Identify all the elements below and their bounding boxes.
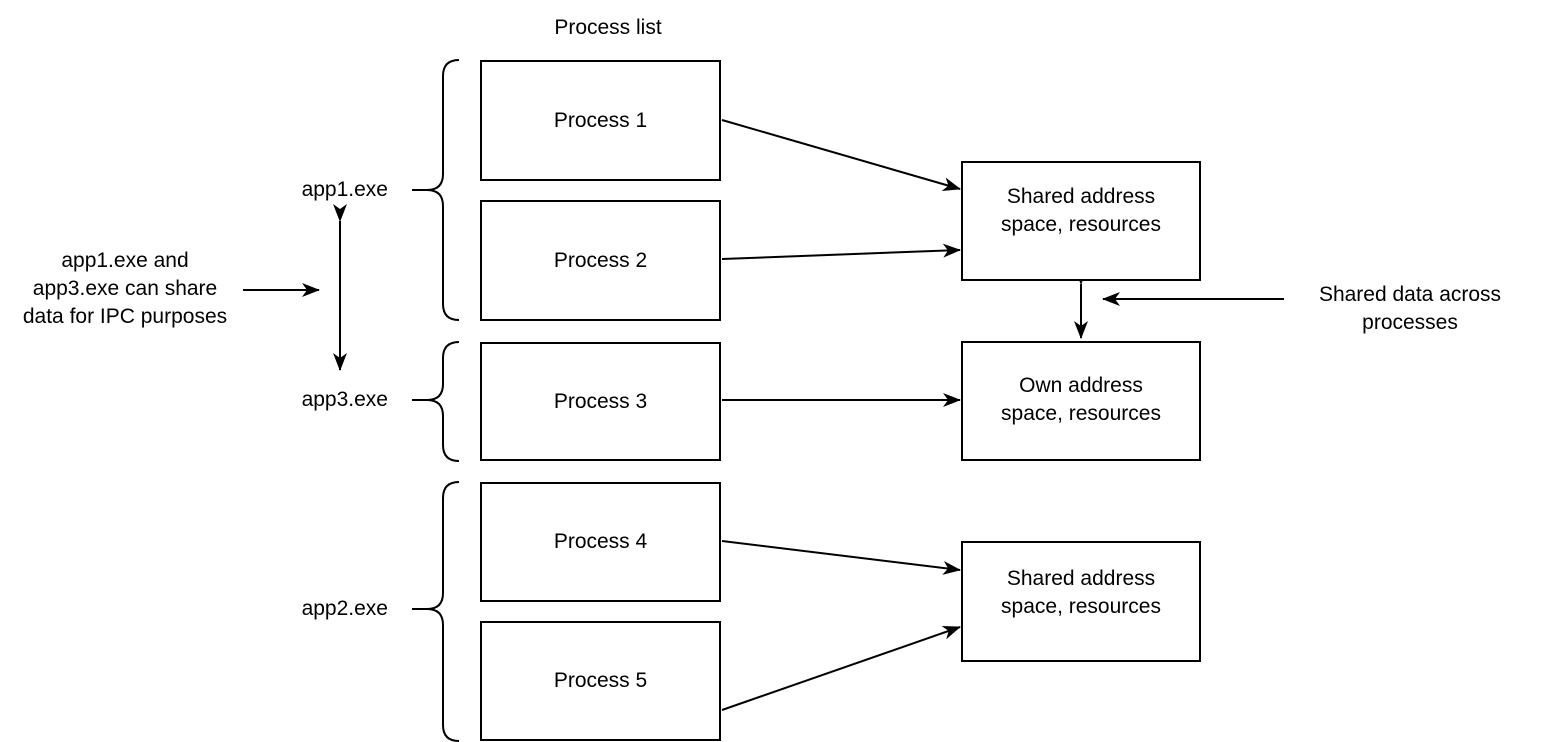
- shared-data-note: Shared data across processes: [1300, 281, 1520, 337]
- shared-address-box-1-line2: space, resources: [1001, 213, 1161, 236]
- process-2-label: Process 2: [553, 248, 648, 272]
- process-5-box: Process 5: [480, 621, 721, 741]
- shared-address-box-2-line2: space, resources: [1001, 595, 1161, 618]
- shared-data-note-line1: Shared data across: [1318, 283, 1502, 306]
- process-1-box: Process 1: [480, 60, 721, 181]
- process-3-label: Process 3: [553, 389, 648, 413]
- arrow-process4-to-shared2: [721, 540, 961, 575]
- ipc-note-line1: app1.exe and: [61, 249, 189, 272]
- arrow-process2-to-shared1: [721, 243, 961, 260]
- group-label-app2: app2.exe: [301, 597, 388, 620]
- shared-address-box-1-line1: Shared address: [1006, 185, 1156, 208]
- process-1-label: Process 1: [553, 108, 648, 132]
- process-5-label: Process 5: [553, 669, 648, 692]
- ipc-note-line2: app3.exe can share: [32, 277, 218, 300]
- ipc-note: app1.exe and app3.exe can share data for…: [8, 247, 242, 331]
- group-label-app3: app3.exe: [301, 388, 388, 411]
- process-4-label: Process 4: [553, 530, 648, 553]
- shared-data-note-line2: processes: [1362, 311, 1458, 334]
- shared-address-box-2-line1: Shared address: [1006, 567, 1156, 590]
- arrow-process5-to-shared2: [721, 625, 961, 711]
- brace-app3: [412, 341, 460, 462]
- process-list-title: Process list: [554, 16, 662, 39]
- ipc-note-line3: data for IPC purposes: [22, 305, 228, 328]
- brace-app2: [412, 481, 460, 742]
- group-label-app1: app1.exe: [301, 178, 388, 201]
- process-4-box: Process 4: [480, 482, 721, 602]
- shared-address-box-2: Shared address space, resources: [961, 541, 1201, 662]
- own-address-box: Own address space, resources: [961, 341, 1201, 461]
- arrow-process1-to-shared1: [721, 119, 961, 191]
- brace-app1: [412, 59, 460, 321]
- own-address-box-line2: space, resources: [1001, 402, 1161, 425]
- process-3-box: Process 3: [480, 342, 721, 461]
- own-address-box-line1: Own address: [1019, 374, 1143, 397]
- process-2-box: Process 2: [480, 200, 721, 321]
- shared-address-box-1: Shared address space, resources: [961, 161, 1201, 281]
